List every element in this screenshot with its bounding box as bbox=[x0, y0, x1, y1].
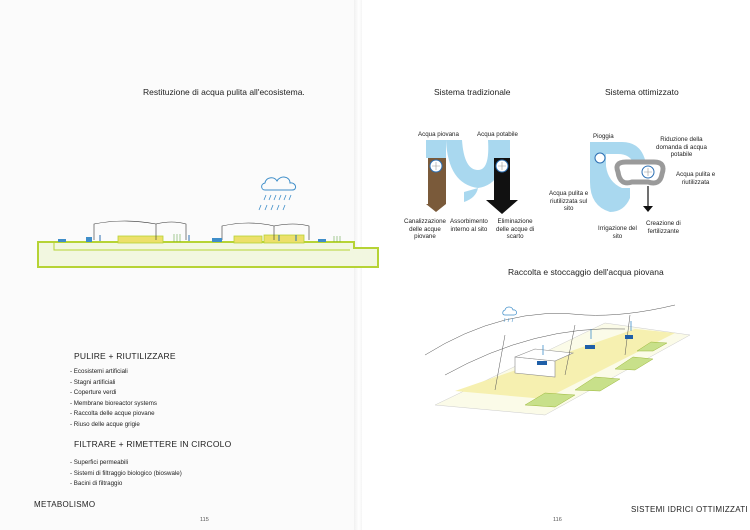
list-item: Sistemi di filtraggio biologico (bioswal… bbox=[70, 469, 182, 480]
list-item: Riuso delle acque grigie bbox=[70, 420, 157, 431]
label-canalizzazione: Canalizzazione delle acque piovane bbox=[404, 218, 446, 241]
list-item: Stagni artificiali bbox=[70, 378, 157, 389]
right-footer-title: SISTEMI IDRICI OTTIMIZZATI bbox=[631, 505, 748, 514]
label-fertilizzante: Creazione di fertilizzante bbox=[646, 220, 681, 235]
list-item: Bacini di filtraggio bbox=[70, 479, 182, 490]
traditional-system-title: Sistema tradizionale bbox=[434, 87, 511, 97]
page-right bbox=[358, 0, 750, 530]
section2-list: Superfici permeabili Sistemi di filtragg… bbox=[70, 458, 182, 490]
label-riduzione: Riduzione della domanda di acqua potabil… bbox=[656, 136, 707, 159]
page-number-left: 115 bbox=[200, 517, 209, 523]
label-irrigazione: Irrigazione del sito bbox=[598, 225, 637, 240]
storage-section-title: Raccolta e stoccaggio dell'acqua piovana bbox=[508, 267, 664, 277]
left-footer-title: METABOLISMO bbox=[34, 500, 96, 509]
traditional-system-diagram bbox=[426, 140, 518, 214]
optimized-system-diagram bbox=[590, 142, 666, 212]
label-acqua-potabile: Acqua potabile bbox=[477, 131, 518, 138]
label-eliminazione: Eliminazione delle acque di scarto bbox=[496, 218, 535, 241]
list-item: Superfici permeabili bbox=[70, 458, 182, 469]
list-item: Coperture verdi bbox=[70, 388, 157, 399]
rain-cloud-icon bbox=[258, 176, 297, 211]
list-item: Raccolta delle acque piovane bbox=[70, 409, 157, 420]
section1-heading: PULIRE + RIUTILIZZARE bbox=[74, 351, 176, 361]
section2-heading: FILTRARE + RIMETTERE IN CIRCOLO bbox=[74, 439, 232, 449]
label-acqua-piovana: Acqua piovana bbox=[418, 131, 459, 138]
label-acqua-pulita-right: Acqua pulita e riutilizzata bbox=[676, 171, 716, 186]
left-page-title: Restituzione di acqua pulita all'ecosist… bbox=[143, 87, 305, 97]
label-assorbimento: Assorbimento interno al sito bbox=[450, 218, 488, 233]
section1-list: Ecosistemi artificiali Stagni artificial… bbox=[70, 367, 157, 431]
rainwater-storage-axonometric bbox=[424, 304, 691, 416]
optimized-system-title: Sistema ottimizzato bbox=[605, 87, 679, 97]
site-section-diagram bbox=[37, 220, 379, 268]
label-acqua-pulita-left: Acqua pulita e riutilizzata sul sito bbox=[549, 190, 589, 213]
page-number-right: 116 bbox=[553, 517, 562, 523]
list-item: Ecosistemi artificiali bbox=[70, 367, 157, 378]
list-item: Membrane bioreactor systems bbox=[70, 399, 157, 410]
label-pioggia: Pioggia bbox=[593, 133, 614, 140]
